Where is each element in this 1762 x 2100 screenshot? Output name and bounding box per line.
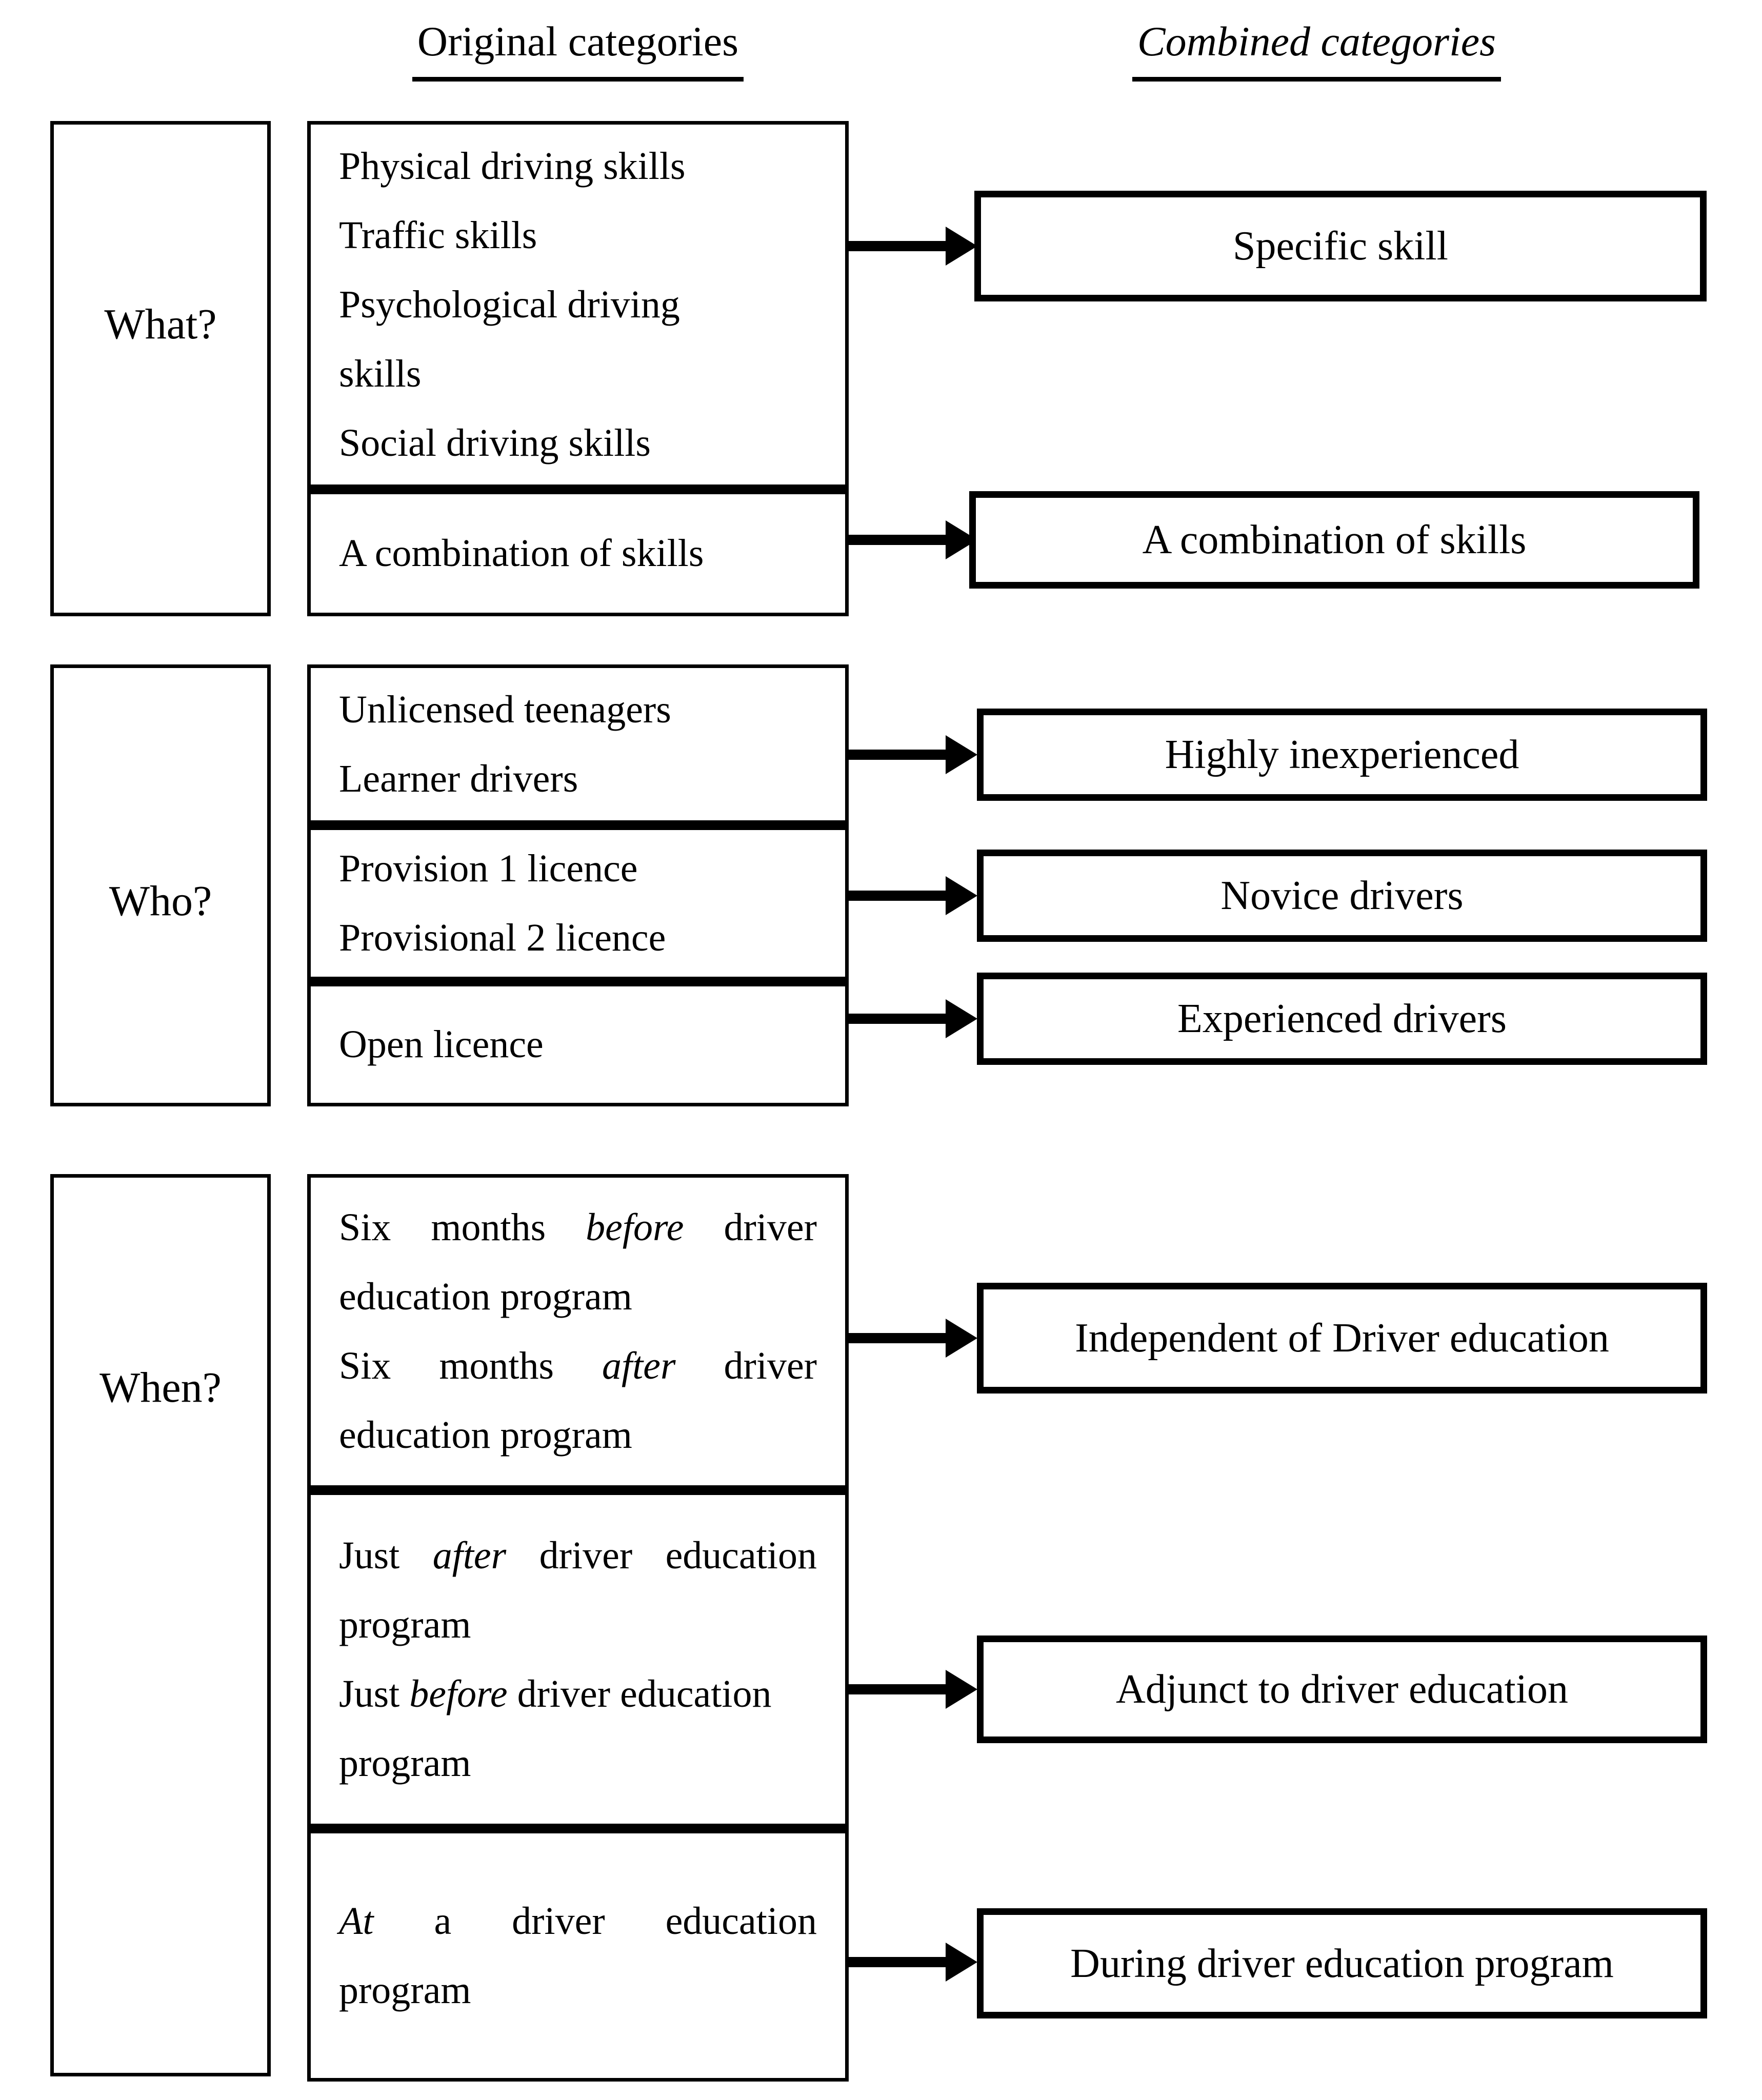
column-header-original-categories: Original categories (307, 13, 849, 82)
combined-label: During driver education program (1070, 1941, 1614, 1986)
combined-box-experienced-drivers: Experienced drivers (977, 973, 1707, 1065)
text-line: A combination of skills (339, 532, 704, 575)
arrow-bar (846, 1333, 948, 1343)
arrow-head-icon (946, 999, 977, 1038)
arrow-head-icon (946, 735, 977, 774)
question-label-when: When? (99, 1364, 222, 1411)
text-line: program (339, 1968, 471, 2012)
arrow-head-icon (946, 876, 977, 915)
arrow-bar (846, 1684, 948, 1694)
text-line: education program (339, 1414, 632, 1457)
text-line: Just before driver education (339, 1672, 772, 1715)
arrow (846, 735, 977, 774)
arrow-bar (846, 1957, 948, 1967)
combined-box-during-driver-education-program: During driver education program (977, 1908, 1707, 2018)
text-line: Open licence (339, 1023, 544, 1066)
text-line: Social driving skills (339, 421, 651, 465)
arrow (846, 999, 977, 1038)
column-header-combined-label: Combined categories (1132, 13, 1501, 82)
column-header-original-label: Original categories (412, 13, 744, 82)
combined-box-independent-of-driver-education: Independent of Driver education (977, 1283, 1707, 1394)
arrow-bar (846, 1014, 948, 1024)
text-line: Psychological driving (339, 282, 680, 326)
combined-label: Highly inexperienced (1165, 732, 1519, 777)
question-label-who: Who? (109, 877, 212, 925)
text-line: Traffic skills (339, 213, 537, 257)
arrow-head-icon (946, 1319, 977, 1358)
arrow-head-icon (946, 1943, 977, 1982)
text-line: skills (339, 352, 422, 395)
text-line: education program (339, 1275, 632, 1318)
text-line: Provisional 2 licence (339, 916, 666, 959)
arrow-bar (846, 535, 948, 545)
arrow-bar (846, 750, 948, 760)
arrow-bar (846, 891, 948, 901)
arrow-head-icon (946, 227, 977, 266)
arrow (846, 1943, 977, 1982)
arrow (846, 876, 977, 915)
question-label-what: What? (104, 300, 217, 348)
combined-box-novice-drivers: Novice drivers (977, 850, 1707, 942)
column-header-combined-categories: Combined categories (946, 13, 1687, 82)
combined-box-adjunct-to-driver-education: Adjunct to driver education (977, 1635, 1707, 1743)
text-line: program (339, 1603, 471, 1646)
arrow (846, 1319, 977, 1358)
combined-label: Adjunct to driver education (1116, 1667, 1568, 1712)
arrow (846, 1670, 977, 1709)
text-line: Provision 1 licence (339, 847, 638, 890)
combined-label: Independent of Driver education (1075, 1316, 1609, 1361)
text-line: Learner drivers (339, 757, 578, 800)
question-box-what: What? (50, 121, 271, 616)
arrow-head-icon (946, 1670, 977, 1709)
question-box-when: When? (50, 1174, 271, 2076)
combined-label: Experienced drivers (1177, 996, 1507, 1041)
text-line: program (339, 1741, 471, 1785)
arrow (846, 227, 977, 266)
combined-label: Novice drivers (1220, 873, 1464, 918)
category-cell-combination-of-skills: A combination of skills (311, 484, 845, 613)
combined-box-a-combination-of-skills: A combination of skills (969, 491, 1699, 589)
category-cell-open-licence: Open licence (311, 977, 845, 1103)
text-line: Physical driving skills (339, 144, 686, 188)
combined-box-specific-skill: Specific skill (974, 191, 1707, 301)
text-line: Unlicensed teenagers (339, 688, 671, 731)
combined-label: A combination of skills (1142, 517, 1527, 562)
combined-box-highly-inexperienced: Highly inexperienced (977, 709, 1707, 801)
question-box-who: Who? (50, 664, 271, 1106)
arrow (846, 520, 977, 559)
combined-label: Specific skill (1233, 224, 1448, 269)
arrow-bar (846, 241, 948, 251)
